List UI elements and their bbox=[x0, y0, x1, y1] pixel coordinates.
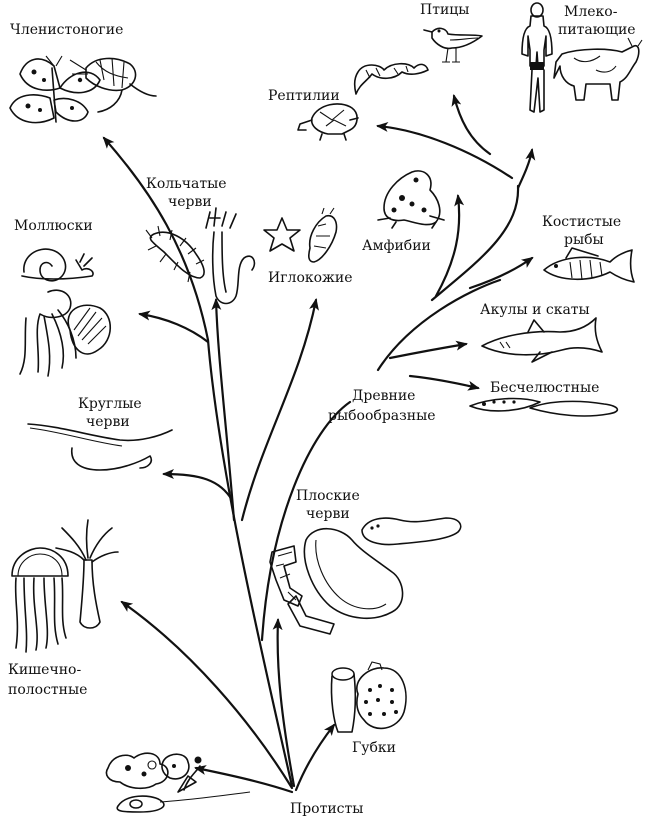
coelenterates-illustration bbox=[11, 519, 119, 653]
branch-birds bbox=[451, 94, 492, 156]
branch-chordates bbox=[260, 400, 352, 642]
label-sponges: Губки bbox=[352, 740, 396, 756]
label-bony-fish-line2: рыбы bbox=[564, 232, 604, 248]
branch-fish-main bbox=[376, 278, 502, 372]
label-jawless: Бесчелюстные bbox=[490, 380, 599, 396]
branch-mammals bbox=[516, 148, 536, 190]
molluscs-illustration bbox=[19, 248, 112, 377]
birds-illustration bbox=[423, 27, 483, 63]
label-mammals-line2: питающие bbox=[558, 22, 636, 38]
label-ancient-fish-line1: Древние bbox=[352, 388, 415, 404]
sharks-illustration bbox=[481, 317, 603, 363]
branch-molluscs bbox=[138, 310, 210, 344]
branch-roundworms-trunk bbox=[102, 136, 294, 788]
label-reptiles: Рептилии bbox=[268, 88, 340, 104]
branch-reptiles bbox=[376, 121, 514, 180]
branch-roundworms bbox=[162, 469, 234, 502]
sponges-illustration bbox=[330, 661, 407, 733]
bony-fish-illustration bbox=[543, 247, 635, 283]
label-birds: Птицы bbox=[420, 2, 469, 18]
reptiles-illustration bbox=[297, 62, 429, 141]
label-flatworms-line1: Плоские bbox=[296, 488, 360, 504]
protists-illustration bbox=[105, 752, 251, 813]
echinoderms-illustration bbox=[263, 207, 338, 263]
branch-tetrapods bbox=[430, 184, 520, 302]
branch-sharks bbox=[388, 340, 468, 360]
annelids-illustration bbox=[145, 207, 256, 305]
label-molluscs: Моллюски bbox=[14, 218, 93, 234]
tree-branches bbox=[102, 94, 536, 794]
labels: Протисты Губки Кишечно- полостные Плоски… bbox=[8, 2, 636, 817]
branch-protists bbox=[194, 765, 294, 794]
label-annelids-line2: черви bbox=[168, 194, 212, 210]
arthropods-illustration bbox=[9, 55, 157, 124]
branch-jawless bbox=[408, 374, 480, 391]
label-echinoderms: Иглокожие bbox=[268, 270, 353, 286]
label-coelenterates-line2: полостные bbox=[8, 682, 87, 698]
label-roundworms-line2: черви bbox=[86, 414, 130, 430]
label-ancient-fish-line2: рыбообразные bbox=[328, 408, 436, 424]
label-protists: Протисты bbox=[290, 801, 363, 817]
label-sharks-rays: Акулы и скаты bbox=[480, 302, 590, 318]
amphibians-illustration bbox=[377, 170, 445, 229]
label-arthropods: Членистоногие bbox=[10, 22, 123, 38]
label-mammals-line1: Млеко- bbox=[564, 4, 618, 20]
branch-echinoderms bbox=[240, 298, 319, 522]
branch-flatworms bbox=[272, 618, 296, 788]
branch-bony-fish bbox=[468, 256, 534, 290]
branch-annelids bbox=[211, 298, 236, 522]
roundworms-illustration bbox=[27, 423, 173, 471]
label-annelids-line1: Кольчатые bbox=[146, 176, 227, 192]
flatworms-illustration bbox=[269, 517, 462, 635]
jawless-illustration bbox=[469, 397, 619, 417]
label-amphibians: Амфибии bbox=[362, 238, 431, 254]
branch-sponges bbox=[294, 723, 336, 792]
label-bony-fish-line1: Костистые bbox=[542, 214, 621, 230]
branch-amphibians bbox=[434, 194, 465, 298]
mammals-illustration bbox=[521, 2, 643, 113]
label-roundworms-line1: Круглые bbox=[78, 396, 142, 412]
label-flatworms-line2: черви bbox=[306, 506, 350, 522]
label-coelenterates-line1: Кишечно- bbox=[8, 662, 81, 678]
branch-coelenterates bbox=[120, 600, 294, 790]
